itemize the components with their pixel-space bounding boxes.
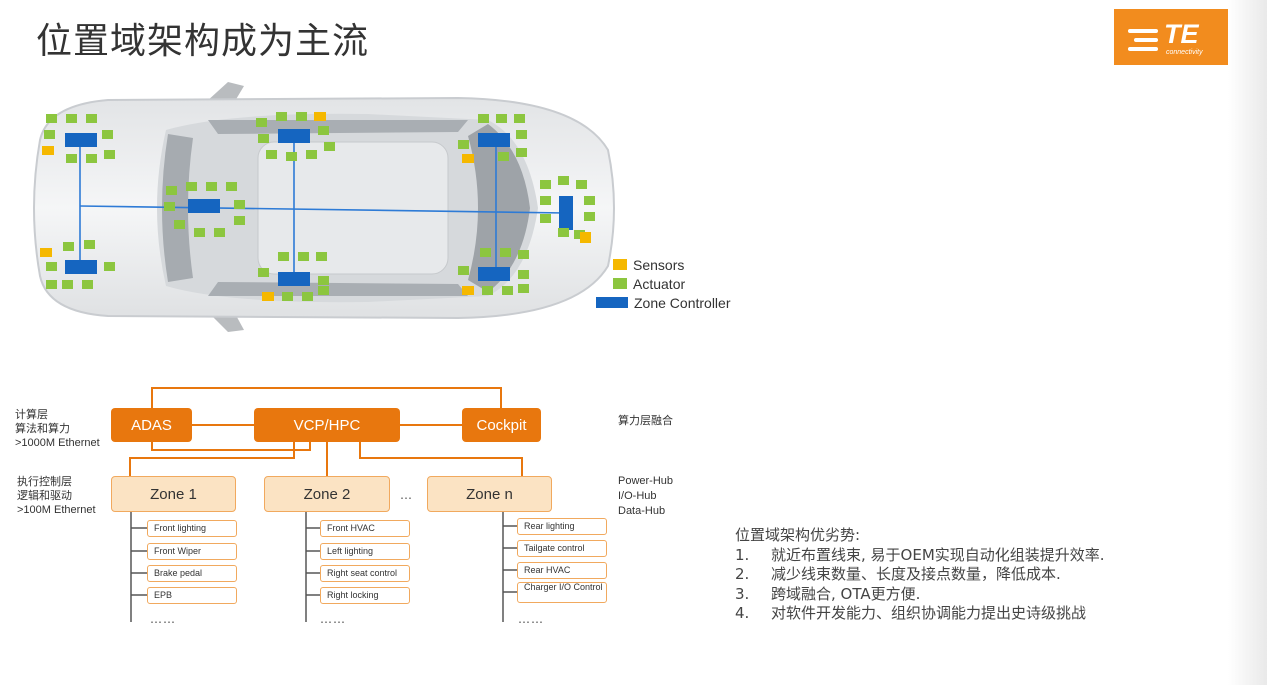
zone1-func-epb: EPB (147, 587, 237, 604)
compute-layer-line3: >1000M Ethernet (15, 437, 100, 449)
advantage-num-2: 2. (735, 565, 750, 583)
zone2-more: …… (320, 612, 346, 626)
legend-item-actuator: Actuator (613, 274, 731, 293)
zone2-func-right-seat-control: Right seat control (320, 565, 410, 582)
legend: Sensors Actuator Zone Controller (596, 255, 731, 312)
te-logo-text: TE (1164, 19, 1199, 49)
legend-label-sensors: Sensors (633, 256, 685, 273)
zone1-func-brake-pedal: Brake pedal (147, 565, 237, 582)
zone-cluster-front-bottom (458, 248, 529, 295)
advantage-item-3: 3. 跨域融合, OTA更方便. (735, 585, 1105, 605)
zone-1-box: Zone 1 (111, 476, 236, 512)
control-layer-line2: 逻辑和驱动 (17, 490, 72, 502)
advantage-text-3: 跨域融合, OTA更方便. (771, 584, 921, 603)
compute-layer-line2: 算法和算力 (15, 423, 70, 435)
zone-cluster-middle-top (256, 112, 335, 161)
zonen-func-tailgate-control: Tailgate control (517, 540, 607, 557)
architecture-connectors (129, 387, 523, 622)
advantage-text-1: 就近布置线束, 易于OEM实现自动化组装提升效率. (771, 545, 1105, 564)
zonen-func-rear-hvac: Rear HVAC (517, 562, 607, 579)
zonen-more: …… (518, 612, 544, 626)
hub-power: Power-Hub (618, 475, 674, 487)
te-logo-sub: connectivity (1166, 49, 1203, 56)
hub-labels: Power-Hub I/O-Hub Data-Hub (618, 474, 673, 519)
advantage-text-4: 对软件开发能力、组织协调能力提出史诗级挑战 (771, 604, 1087, 622)
zone-cluster-front (540, 176, 595, 243)
advantages-heading: 位置域架构优劣势: (735, 526, 861, 544)
advantage-num-4: 4. (735, 604, 750, 622)
zone-cluster-middle-bottom (258, 252, 329, 301)
advantage-text-2: 减少线束数量、长度及接点数量，降低成本. (771, 565, 1061, 583)
legend-label-zone-controller: Zone Controller (634, 294, 731, 311)
legend-swatch-zone-controller (596, 297, 628, 308)
te-logo: TE connectivity (1114, 9, 1228, 65)
control-layer-line1: 执行控制层 (17, 476, 72, 488)
zone-gap-dots: … (400, 488, 413, 502)
control-layer-label: 执行控制层 逻辑和驱动 >100M Ethernet (17, 475, 96, 517)
advantage-item-2: 2. 减少线束数量、长度及接点数量，降低成本. (735, 565, 1105, 585)
zone1-func-front-wiper: Front Wiper (147, 543, 237, 560)
adas-box: ADAS (111, 408, 192, 442)
compute-layer-line1: 计算层 (15, 409, 48, 421)
vcp-hpc-box: VCP/HPC (254, 408, 400, 442)
zone2-func-right-locking: Right locking (320, 587, 410, 604)
cockpit-box: Cockpit (462, 408, 541, 442)
zone1-func-front-lighting: Front lighting (147, 520, 237, 537)
zonen-func-rear-lighting: Rear lighting (517, 518, 607, 535)
side-window-bottom (208, 282, 468, 296)
legend-swatch-actuator (613, 278, 627, 289)
zone-2-box: Zone 2 (264, 476, 390, 512)
advantage-item-4: 4. 对软件开发能力、组织协调能力提出史诗级挑战 (735, 604, 1105, 624)
zone2-func-left-lighting: Left lighting (320, 543, 410, 560)
legend-item-sensors: Sensors (613, 255, 731, 274)
zone-cluster-center (164, 182, 245, 237)
advantage-item-1: 1. 就近布置线束, 易于OEM实现自动化组装提升效率. (735, 546, 1105, 566)
zone1-more: …… (150, 612, 176, 626)
right-edge-shade (1228, 0, 1267, 685)
hub-data: Data-Hub (618, 505, 666, 517)
zone-n-box: Zone n (427, 476, 552, 512)
advantage-num-1: 1. (735, 545, 750, 564)
car-zone-diagram (33, 82, 615, 332)
te-logo-bars (1128, 29, 1158, 56)
zone2-func-front-hvac: Front HVAC (320, 520, 410, 537)
compute-layer-label: 计算层 算法和算力 >1000M Ethernet (15, 408, 100, 450)
zone-cluster-rear-right (40, 240, 115, 289)
zonen-func-charger-io: Charger I/O Control (517, 582, 607, 603)
legend-swatch-sensors (613, 259, 627, 270)
zone-cluster-rear-left (42, 114, 115, 163)
zone-cluster-front-top (458, 114, 527, 163)
hub-io: I/O-Hub (618, 490, 657, 502)
control-layer-line3: >100M Ethernet (17, 504, 96, 516)
legend-label-actuator: Actuator (633, 275, 686, 292)
legend-item-zone-controller: Zone Controller (596, 293, 731, 312)
advantages-list: 位置域架构优劣势: 1. 就近布置线束, 易于OEM实现自动化组装提升效率. 2… (735, 526, 1105, 624)
advantage-num-3: 3. (735, 584, 750, 603)
side-window-top (208, 120, 468, 134)
compute-fusion-label: 算力层融合 (618, 415, 673, 427)
page-title: 位置域架构成为主流 (36, 21, 370, 62)
